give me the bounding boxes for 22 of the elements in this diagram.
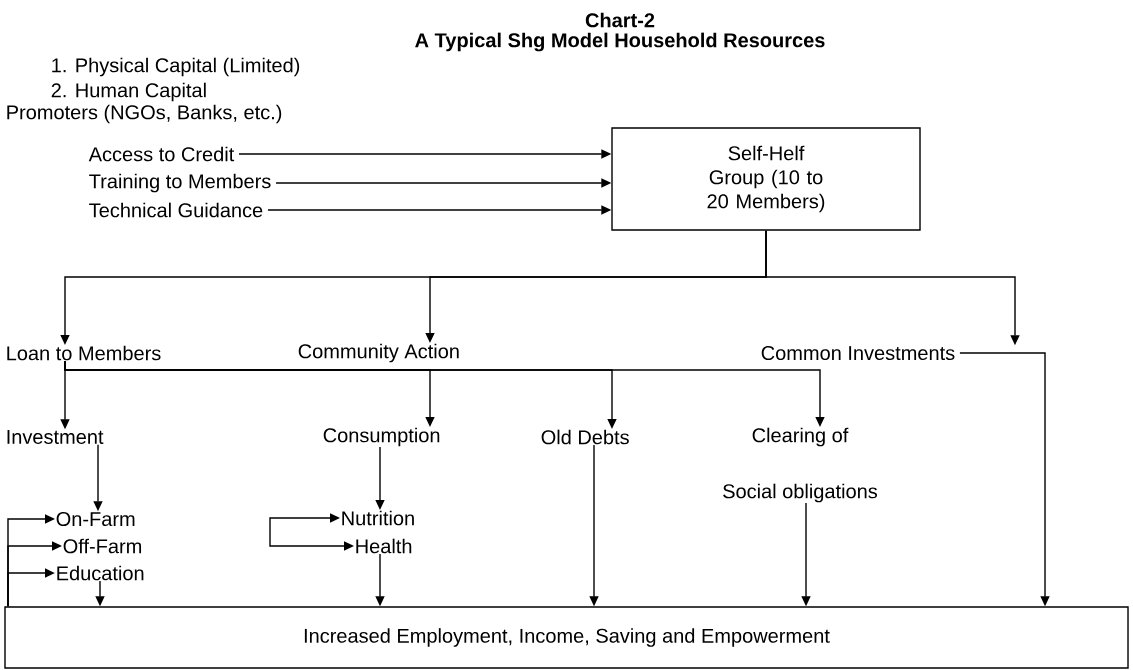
text-label: Clearing of Social obligations bbox=[723, 427, 878, 503]
list-item: 2. Human Capital bbox=[51, 82, 206, 102]
text-label: Nutrition bbox=[342, 510, 414, 526]
group-box: Self-Helf Group (10 to 20 Members) bbox=[611, 127, 921, 231]
text-label: Community Action bbox=[298, 343, 459, 363]
text-label: Old Debts bbox=[541, 429, 629, 445]
text-label: Technical Guidance bbox=[89, 202, 263, 218]
outcome-box: Increased Employment, Income, Saving and Empowerment bbox=[4, 606, 1129, 669]
text-label: On-Farm bbox=[56, 511, 135, 527]
text-label: Investment bbox=[7, 430, 104, 444]
text-label: Training to Members bbox=[89, 173, 271, 193]
text-label: Common Investments bbox=[761, 345, 955, 361]
text-label: Access to Credit bbox=[88, 146, 235, 162]
chart-title: A Typical Shg Model Household Resources bbox=[415, 32, 825, 52]
text-label: Education bbox=[57, 565, 144, 581]
text-label: Promoters (NGOs, Banks, etc.) bbox=[7, 104, 282, 124]
text-label: Health bbox=[356, 538, 412, 554]
text-label: Consumption bbox=[323, 427, 440, 447]
text-label: Off-Farm bbox=[63, 538, 141, 554]
text-label: Loan to Members bbox=[7, 345, 161, 361]
chart-number: Chart-2 bbox=[585, 12, 655, 28]
list-item: 1. Physical Capital (Limited) bbox=[52, 57, 300, 77]
